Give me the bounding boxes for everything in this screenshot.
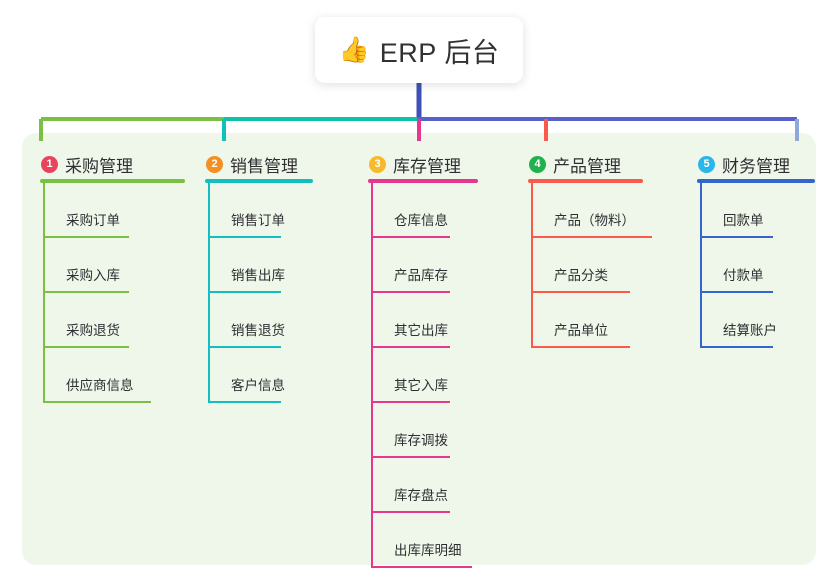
column-2: 2 销售管理销售订单销售出库销售退货客户信息 <box>205 145 314 403</box>
leaf-rule <box>372 511 450 513</box>
leaf-node[interactable]: 销售订单 <box>205 183 314 238</box>
column-title-1: 采购管理 <box>65 156 133 176</box>
column-rule-1 <box>40 179 185 183</box>
root-title: ERP 后台 <box>379 37 500 68</box>
leaf-label: 销售退货 <box>231 323 285 338</box>
column-rule-5 <box>697 179 815 183</box>
leaf-node[interactable]: 采购订单 <box>40 183 186 238</box>
column-title-5: 财务管理 <box>722 156 790 176</box>
column-title-3: 库存管理 <box>393 156 461 176</box>
column-header-3[interactable]: 3 库存管理 <box>368 145 479 183</box>
leaf-node[interactable]: 产品分类 <box>528 238 644 293</box>
column-1: 1 采购管理采购订单采购入库采购退货供应商信息 <box>40 145 186 403</box>
leaf-rule <box>209 401 281 403</box>
leaf-rule <box>209 291 281 293</box>
column-4: 4 产品管理产品（物料） 产品分类产品单位 <box>528 145 652 348</box>
column-header-2[interactable]: 2 销售管理 <box>205 145 314 183</box>
leaf-label: 供应商信息 <box>66 378 134 393</box>
column-5: 5 财务管理回款单付款单结算账户 <box>697 145 816 348</box>
leaf-rule <box>44 291 129 293</box>
leaf-rule <box>532 291 630 293</box>
leaf-rule <box>372 456 450 458</box>
leaf-node[interactable]: 销售出库 <box>205 238 314 293</box>
leaf-node[interactable]: 采购入库 <box>40 238 186 293</box>
leaf-node[interactable]: 供应商信息 <box>40 348 186 403</box>
column-badge-1: 1 <box>41 155 58 173</box>
leaf-node[interactable]: 其它入库 <box>368 348 479 403</box>
leaf-rule <box>701 346 773 348</box>
column-header-1[interactable]: 1 采购管理 <box>40 145 186 183</box>
leaf-label: 库存调拨 <box>394 433 448 448</box>
leaf-label: 采购订单 <box>66 213 120 228</box>
column-rule-3 <box>368 179 478 183</box>
leaf-rule <box>372 236 450 238</box>
leaf-label: 仓库信息 <box>394 213 448 228</box>
column-title-4: 产品管理 <box>553 156 621 176</box>
leaf-label: 结算账户 <box>723 323 777 338</box>
leaf-node[interactable]: 客户信息 <box>205 348 314 403</box>
leaf-label: 产品库存 <box>394 268 448 283</box>
leaf-rule <box>701 236 773 238</box>
leaf-rule <box>209 236 281 238</box>
column-badge-5: 5 <box>698 155 715 173</box>
leaf-node[interactable]: 产品单位 <box>528 293 644 348</box>
column-rule-2 <box>205 179 313 183</box>
leaf-label: 回款单 <box>723 213 764 228</box>
leaf-label: 产品分类 <box>554 268 608 283</box>
leaf-node[interactable]: 出库库明细 <box>368 513 479 568</box>
leaf-rule <box>209 346 281 348</box>
column-badge-2: 2 <box>206 155 223 173</box>
diagram-panel <box>22 133 816 565</box>
column-3: 3 库存管理仓库信息产品库存其它出库其它入库库存调拨库存盘点出库库明细 <box>368 145 479 568</box>
column-header-4[interactable]: 4 产品管理 <box>528 145 644 183</box>
leaf-node[interactable]: 产品库存 <box>368 238 479 293</box>
leaf-label: 销售出库 <box>231 268 285 283</box>
leaf-label: 客户信息 <box>231 378 285 393</box>
leaf-rule <box>44 401 151 403</box>
leaf-rule <box>372 566 472 568</box>
leaf-node[interactable]: 回款单 <box>697 183 816 238</box>
leaf-rule <box>701 291 773 293</box>
root-node[interactable]: 👍 ERP 后台 <box>315 17 523 83</box>
leaf-rule <box>44 346 129 348</box>
leaf-label: 产品单位 <box>554 323 608 338</box>
leaf-node[interactable]: 付款单 <box>697 238 816 293</box>
leaf-label: 采购退货 <box>66 323 120 338</box>
leaf-node[interactable]: 产品（物料） <box>528 183 652 238</box>
column-spine-1 <box>43 183 45 403</box>
column-header-5[interactable]: 5 财务管理 <box>697 145 816 183</box>
leaf-node[interactable]: 销售退货 <box>205 293 314 348</box>
leaf-node[interactable]: 仓库信息 <box>368 183 479 238</box>
leaf-label: 其它入库 <box>394 378 448 393</box>
leaf-label: 采购入库 <box>66 268 120 283</box>
leaf-rule <box>372 401 450 403</box>
thumbs-up-icon: 👍 <box>338 35 370 64</box>
leaf-node[interactable]: 库存调拨 <box>368 403 479 458</box>
leaf-label: 产品（物料） <box>554 213 635 228</box>
leaf-rule <box>372 291 450 293</box>
leaf-node[interactable]: 库存盘点 <box>368 458 479 513</box>
column-title-2: 销售管理 <box>230 156 298 176</box>
leaf-node[interactable]: 结算账户 <box>697 293 816 348</box>
leaf-rule <box>532 236 652 238</box>
leaf-node[interactable]: 其它出库 <box>368 293 479 348</box>
column-spine-3 <box>371 183 373 568</box>
leaf-label: 出库库明细 <box>394 543 462 558</box>
column-badge-3: 3 <box>369 155 386 173</box>
leaf-label: 销售订单 <box>231 213 285 228</box>
leaf-label: 库存盘点 <box>394 488 448 503</box>
leaf-label: 付款单 <box>723 268 764 283</box>
column-badge-4: 4 <box>529 155 546 173</box>
leaf-rule <box>532 346 630 348</box>
column-spine-4 <box>531 183 533 348</box>
column-spine-2 <box>208 183 210 403</box>
column-rule-4 <box>528 179 643 183</box>
leaf-node[interactable]: 采购退货 <box>40 293 186 348</box>
leaf-rule <box>372 346 450 348</box>
leaf-rule <box>44 236 129 238</box>
column-spine-5 <box>700 183 702 348</box>
leaf-label: 其它出库 <box>394 323 448 338</box>
